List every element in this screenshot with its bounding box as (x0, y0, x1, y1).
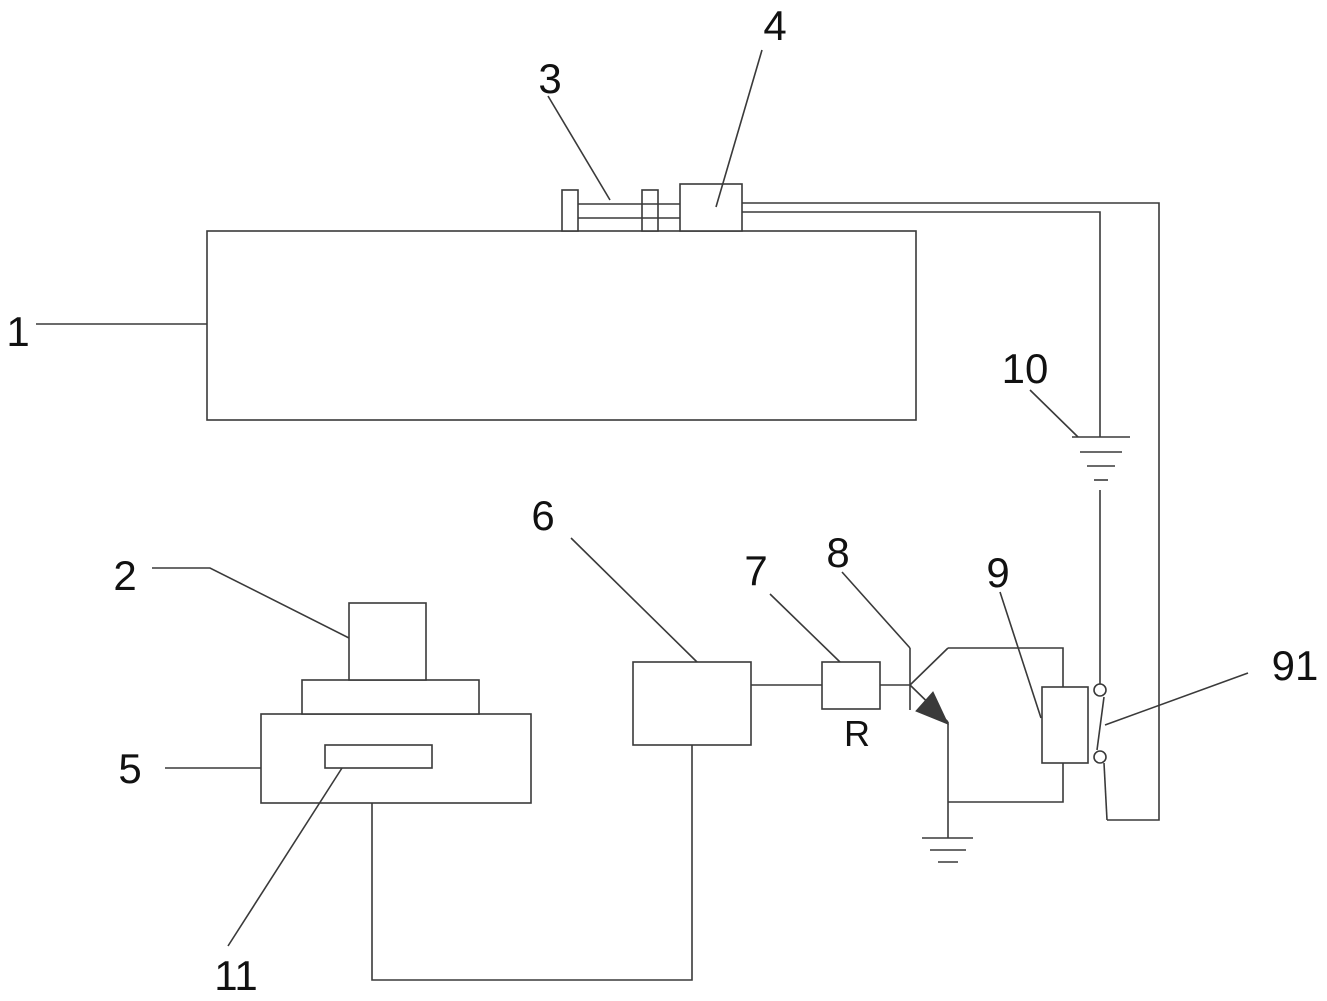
component-6-box (633, 662, 751, 745)
transistor-emitter-arrow (916, 692, 948, 724)
label-10: 10 (1002, 345, 1049, 392)
component-3-left-post (562, 190, 578, 231)
label-6: 6 (531, 492, 554, 539)
component-11-sensor (325, 745, 432, 768)
switch-blade (1097, 697, 1104, 750)
wire-switch-down (1104, 763, 1107, 820)
label-2: 2 (113, 552, 136, 599)
transistor-collector (910, 648, 948, 685)
leader-3 (548, 96, 610, 200)
label-1: 1 (6, 308, 29, 355)
label-9: 9 (986, 549, 1009, 596)
switch-contact-top (1094, 684, 1106, 696)
wire-relay-to-emitter (948, 763, 1063, 802)
resistor-label: R (844, 713, 870, 754)
leader-10 (1030, 390, 1078, 437)
component-5-step (302, 680, 479, 714)
component-2-block (349, 603, 426, 680)
label-5: 5 (118, 745, 141, 792)
leader-2 (152, 568, 349, 638)
component-4-box (680, 184, 742, 231)
label-91: 91 (1272, 642, 1319, 689)
component-3-middle-post (642, 190, 658, 231)
label-11: 11 (214, 952, 258, 999)
leader-7 (770, 594, 840, 662)
leader-6 (571, 538, 697, 662)
switch-contact-bottom (1094, 751, 1106, 763)
wire-collector-to-relay (948, 648, 1063, 687)
component-1-body (207, 231, 916, 420)
label-7: 7 (744, 547, 767, 594)
leader-91 (1105, 673, 1248, 725)
resistor-7-box (822, 662, 880, 709)
leader-9 (1000, 592, 1041, 718)
label-4: 4 (763, 2, 786, 49)
leader-8 (842, 572, 910, 648)
label-8: 8 (826, 529, 849, 576)
relay-9-coil (1042, 687, 1088, 763)
label-3: 3 (538, 55, 561, 102)
